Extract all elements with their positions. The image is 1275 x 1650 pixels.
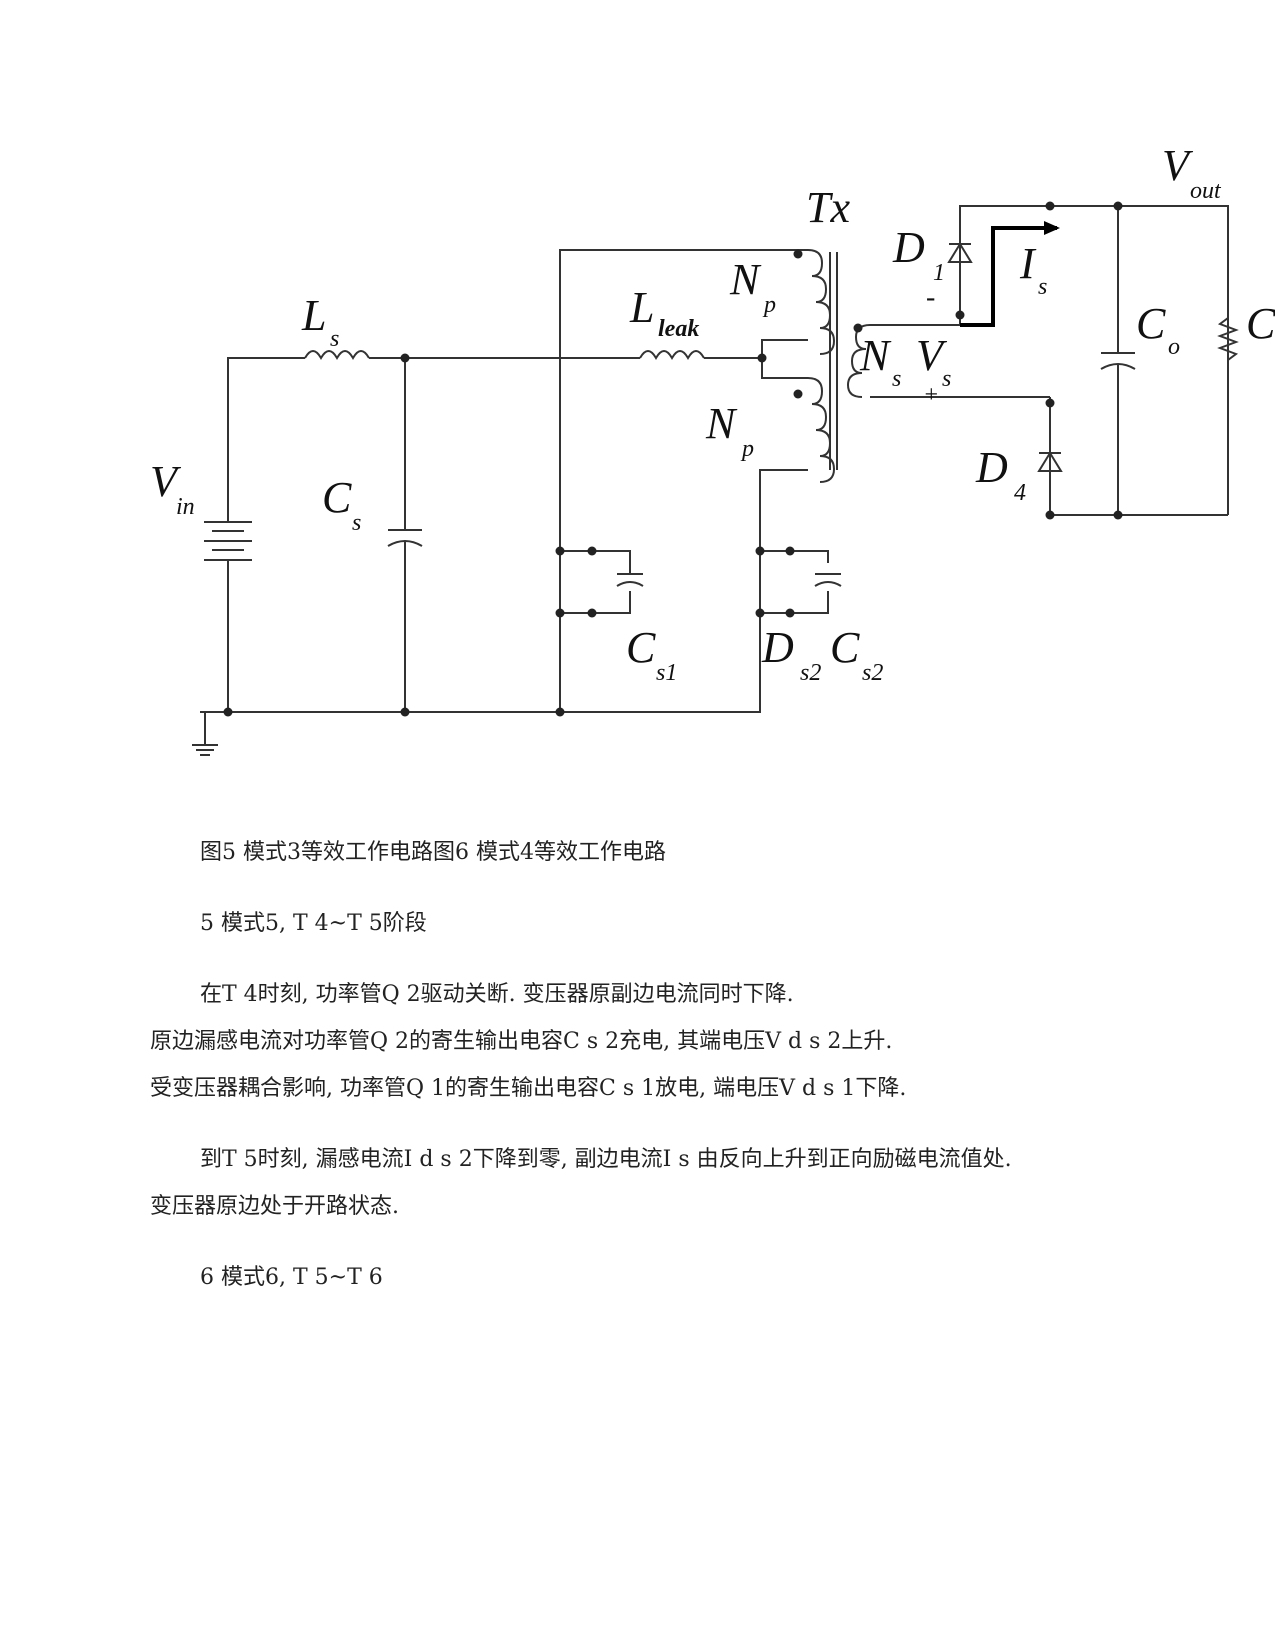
capacitor-cs1 bbox=[616, 573, 644, 587]
capacitor-cs2 bbox=[814, 573, 842, 587]
label-vs: V bbox=[916, 331, 948, 380]
circuit-diagram: Tx V out D 1 I s L s L leak N p N s V s … bbox=[150, 141, 1275, 756]
label-cs2-sub: s2 bbox=[862, 660, 883, 686]
primary-winding-upper bbox=[807, 249, 836, 355]
label-co-sub: o bbox=[1168, 334, 1180, 360]
label-ds2: D bbox=[761, 623, 794, 672]
label-is-sub: s bbox=[1038, 274, 1047, 300]
current-is-arrow bbox=[960, 226, 1057, 327]
label-d4-sub: 4 bbox=[1014, 480, 1026, 506]
battery-vin bbox=[204, 521, 252, 561]
label-d1-sub: 1 bbox=[933, 260, 945, 286]
paragraph-1-line-1: 在T 4时刻, 功率管Q 2驱动关断. 变压器原副边电流同时下降. bbox=[200, 982, 794, 1007]
label-vs-sub: s bbox=[942, 366, 951, 392]
label-vin: V bbox=[150, 457, 182, 506]
output-resistor bbox=[1217, 317, 1239, 361]
diode-d1 bbox=[947, 242, 973, 263]
paragraph-2-line-2: 变压器原边处于开路状态. bbox=[150, 1194, 399, 1219]
label-d1: D bbox=[892, 223, 925, 272]
label-vs-plus: + bbox=[923, 382, 939, 408]
label-np-upper: N bbox=[729, 255, 762, 304]
label-np-lower: N bbox=[705, 399, 738, 448]
section-heading-mode6: 6 模式6, T 5~T 6 bbox=[200, 1265, 383, 1290]
diode-d4 bbox=[1037, 451, 1063, 472]
label-vs-minus: - bbox=[926, 282, 935, 313]
label-vout-sub: out bbox=[1190, 178, 1222, 204]
label-np-lower-sub: p bbox=[740, 436, 754, 462]
label-ns: N bbox=[859, 331, 892, 380]
label-co: C bbox=[1136, 299, 1166, 348]
label-is: I bbox=[1019, 239, 1037, 288]
paragraph-1-line-2: 原边漏感电流对功率管Q 2的寄生输出电容C s 2充电, 其端电压V d s 2… bbox=[150, 1029, 893, 1054]
secondary-winding bbox=[846, 324, 871, 398]
label-vin-sub: in bbox=[176, 494, 195, 520]
section-heading-mode5: 5 模式5, T 4~T 5阶段 bbox=[200, 911, 427, 936]
label-ds2-sub: s2 bbox=[800, 660, 821, 686]
ground-rail bbox=[200, 621, 761, 713]
label-lleak: L bbox=[629, 283, 654, 332]
paragraph-1-line-3: 受变压器耦合影响, 功率管Q 1的寄生输出电容C s 1放电, 端电压V d s… bbox=[150, 1076, 907, 1101]
label-cs2: C bbox=[830, 623, 860, 672]
label-vout: V bbox=[1162, 141, 1194, 190]
label-cs: C bbox=[322, 473, 352, 522]
label-c-partial: C bbox=[1246, 299, 1275, 348]
inductor-ls bbox=[304, 350, 370, 361]
label-cs1-sub: s1 bbox=[656, 660, 677, 686]
label-d4: D bbox=[975, 443, 1008, 492]
label-cs1: C bbox=[626, 623, 656, 672]
label-lleak-sub: leak bbox=[658, 316, 699, 342]
label-ns-sub: s bbox=[892, 366, 901, 392]
label-cs-sub: s bbox=[352, 510, 361, 536]
label-ls-sub: s bbox=[330, 326, 339, 352]
paragraph-2-line-1: 到T 5时刻, 漏感电流I d s 2下降到零, 副边电流I s 由反向上升到正… bbox=[200, 1147, 1012, 1172]
inductor-lleak bbox=[639, 350, 705, 361]
label-np-upper-sub: p bbox=[762, 292, 776, 318]
label-tx: Tx bbox=[806, 183, 850, 232]
label-ls: L bbox=[301, 291, 326, 340]
figure-caption: 图5 模式3等效工作电路图6 模式4等效工作电路 bbox=[200, 840, 666, 865]
junction-dots bbox=[223, 201, 1123, 717]
primary-winding-lower bbox=[807, 377, 836, 483]
